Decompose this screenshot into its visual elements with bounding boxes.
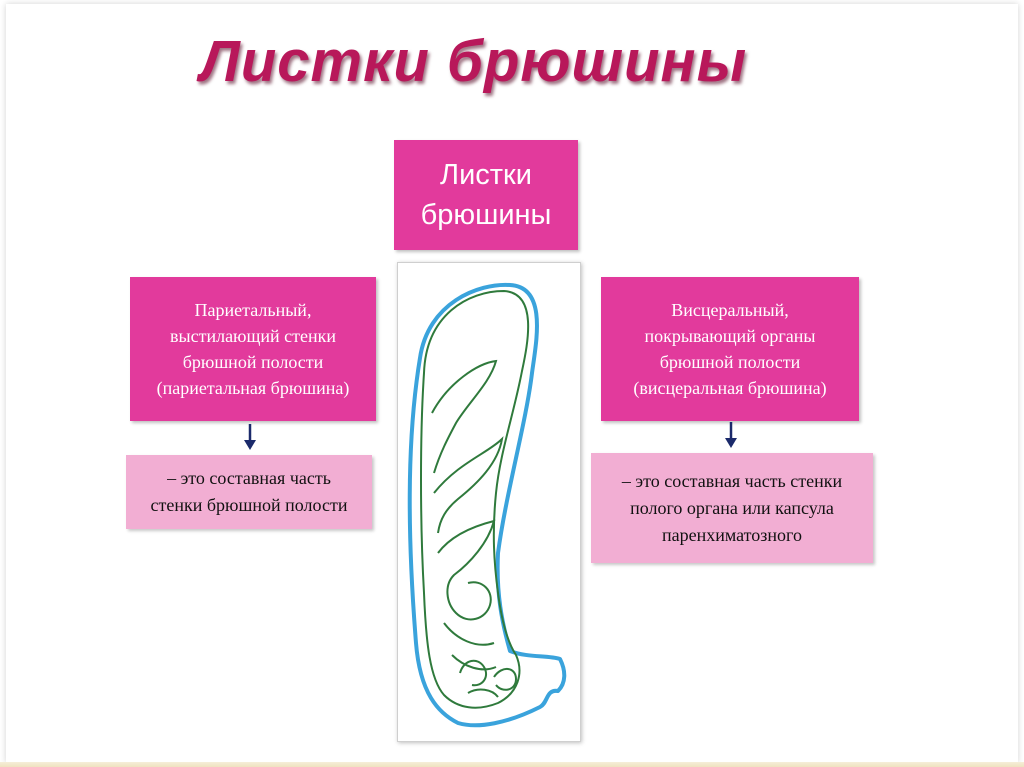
visceral-desc-line-1: – это составная часть стенки [621,470,843,491]
parietal-desc-line-1: – это составная часть [167,468,331,488]
parietal-layer-box: Париетальный, выстилающий стенки брюшной… [130,277,376,421]
parietal-arrow-icon [244,424,256,450]
visceral-line-2: покрывающий органы [644,326,816,346]
center-box-line-1: Листки [440,159,532,191]
peritoneum-diagram [397,262,581,742]
visceral-peritoneum-line-lower-loops [459,659,518,698]
visceral-peritoneum-line-loops [437,519,497,671]
visceral-peritoneum-line-mesentery-2 [433,436,504,534]
visceral-arrow-icon [725,422,737,448]
parietal-desc-line-2: стенки брюшной полости [150,495,348,515]
visceral-peritoneum-line-outer [420,289,530,709]
visceral-line-3: брюшной полости [659,352,801,372]
parietal-line-3: брюшной полости [182,352,324,372]
peritoneum-diagram-svg [407,282,567,728]
visceral-line-1: Висцеральный, [671,300,789,320]
visceral-line-4: (висцеральная брюшина) [633,378,827,398]
center-box-line-2: брюшины [420,199,552,231]
visceral-description-box: – это составная часть стенки полого орга… [591,453,873,563]
visceral-peritoneum-line-mesentery-1 [431,359,498,474]
bottom-strip [0,762,1024,767]
parietal-line-2: выстилающий стенки [170,326,336,346]
visceral-desc-line-3: паренхиматозного [662,524,802,545]
visceral-layer-box: Висцеральный, покрывающий органы брюшной… [601,277,859,421]
parietal-description-box: – это составная часть стенки брюшной пол… [126,455,372,529]
parietal-peritoneum-line [407,282,567,728]
parietal-line-1: Париетальный, [194,300,312,320]
page-title: Листки брюшины [200,29,748,94]
visceral-desc-line-2: полого органа или капсула [630,497,834,518]
center-box-peritoneum-layers: Листки брюшины [394,140,578,250]
parietal-line-4: (париетальная брюшина) [156,378,350,398]
